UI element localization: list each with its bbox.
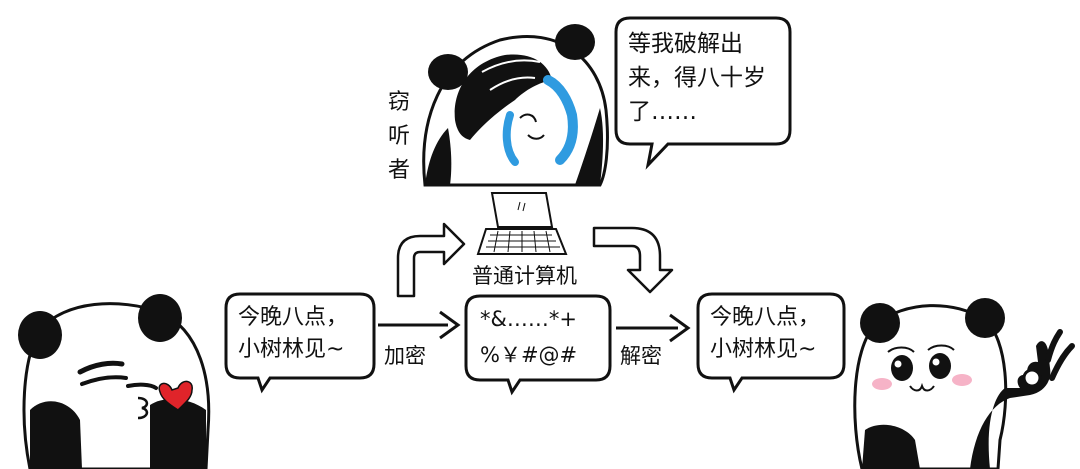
eavesdropper-speech-line-2: 来，得八十岁 <box>628 65 766 91</box>
receiver-message: 今晚八点， 小树林见~ <box>710 302 820 366</box>
decrypt-label: 解密 <box>620 344 662 368</box>
panda-ear-left <box>860 303 900 343</box>
ciphertext-line-2: %￥#@# <box>480 343 578 367</box>
computer-label: 普通计算机 <box>472 264 577 288</box>
panda-ear-right <box>555 24 595 60</box>
sender-bubble <box>224 292 376 394</box>
eavesdropper-speech-line-1: 等我破解出 <box>628 31 743 57</box>
heart-icon <box>158 380 193 411</box>
panda-ear-left <box>428 54 468 90</box>
panda-ear-right <box>965 298 1005 338</box>
receiver-bubble <box>696 292 846 394</box>
laptop-icon <box>476 192 568 255</box>
blush-left <box>872 378 892 390</box>
ciphertext: *&……*+ %￥#@# <box>480 303 577 371</box>
eavesdropper-speech-line-3: 了…… <box>628 99 697 125</box>
sender-panda <box>18 294 211 469</box>
sender-message: 今晚八点， 小树林见~ <box>238 302 348 366</box>
eavesdropper-label-char-1: 窃 <box>388 90 411 115</box>
arrow-up-to-computer <box>396 222 466 298</box>
eavesdropper-label-char-2: 听 <box>388 124 411 149</box>
eavesdropper-speech-bubble <box>614 16 792 170</box>
sender-message-line-2: 小树林见~ <box>238 337 345 362</box>
palm-on-face <box>454 54 552 140</box>
receiver-message-line-2: 小树林见~ <box>710 337 817 362</box>
blush-right <box>952 374 972 386</box>
tears-left <box>502 111 519 166</box>
eavesdropper-label-char-3: 者 <box>388 158 411 183</box>
tears-right <box>543 75 578 165</box>
ciphertext-line-1: *&……*+ <box>480 307 577 331</box>
arrow-decrypt <box>616 313 691 343</box>
eavesdropper-label: 窃 听 者 <box>388 86 410 188</box>
receiver-panda <box>853 298 1075 469</box>
arrow-down-from-computer <box>592 226 674 294</box>
sender-message-line-1: 今晚八点， <box>238 305 349 330</box>
encrypt-label: 加密 <box>384 344 426 368</box>
eavesdropper-panda <box>422 24 609 187</box>
ciphertext-bubble <box>464 294 612 396</box>
arrow-encrypt <box>378 310 461 340</box>
panda-ear-left <box>18 311 62 359</box>
receiver-message-line-1: 今晚八点， <box>710 305 821 330</box>
panda-ear-right <box>138 294 182 342</box>
eavesdropper-speech-text: 等我破解出 来，得八十岁 了…… <box>628 27 766 129</box>
